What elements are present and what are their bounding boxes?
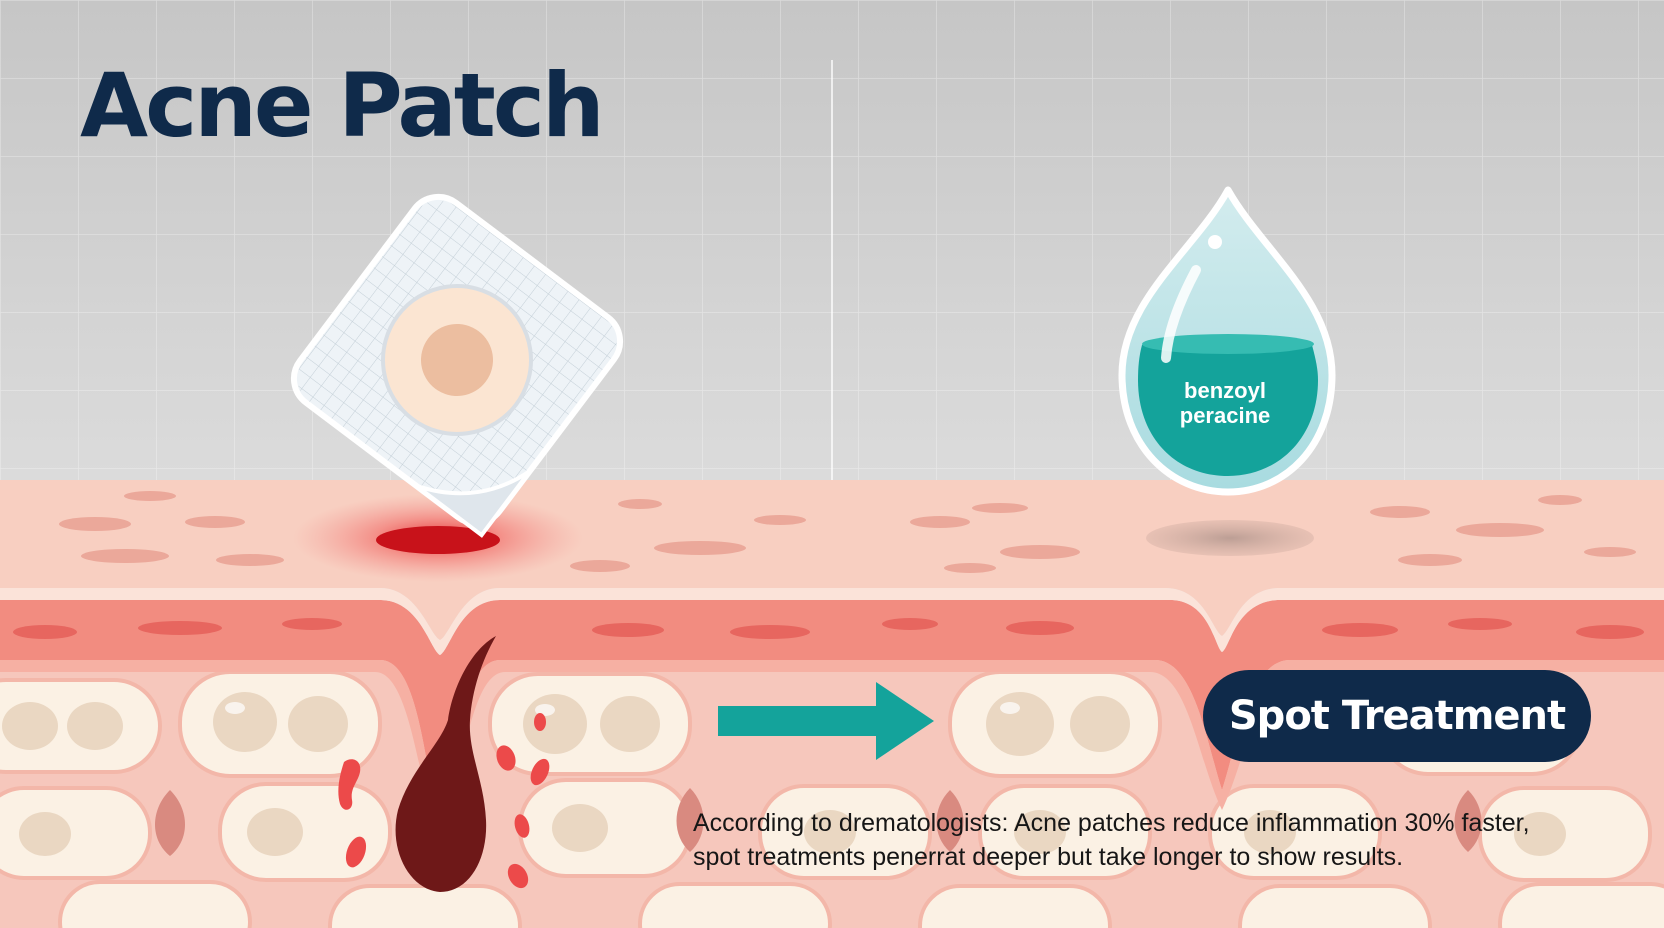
drop-label: benzoyl peracine xyxy=(1130,378,1320,428)
spot-treatment-badge: Spot Treatment xyxy=(1203,670,1591,762)
caption: According to drematologists: Acne patche… xyxy=(693,806,1623,874)
inflammation-spot xyxy=(293,494,583,582)
caption-line-2: spot treatments penerrat deeper but take… xyxy=(693,843,1404,871)
droplet-icon xyxy=(1118,186,1336,496)
caption-line-1: According to drematologists: Acne patche… xyxy=(693,809,1530,837)
page-title: Acne Patch xyxy=(80,54,605,157)
drop-shadow xyxy=(1146,520,1314,556)
arrow-right-icon xyxy=(718,682,934,760)
drop-label-line-1: benzoyl xyxy=(1184,378,1266,403)
acne-patch-icon xyxy=(290,193,624,538)
hair-follicle-icon xyxy=(338,636,550,892)
drop-label-line-2: peracine xyxy=(1179,403,1271,428)
